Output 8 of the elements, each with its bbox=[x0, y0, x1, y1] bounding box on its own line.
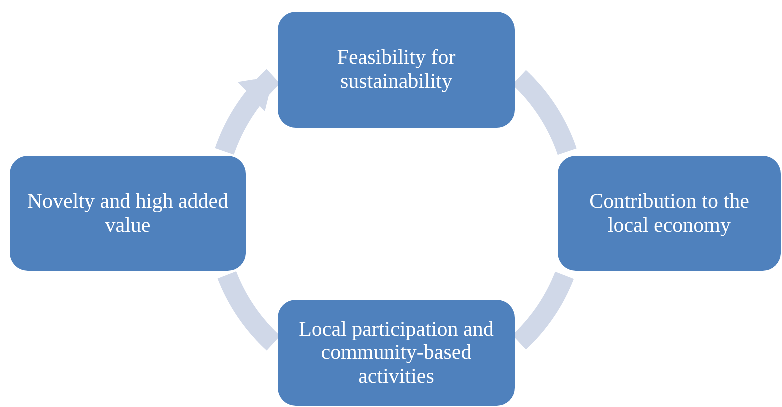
node-label: Feasibility for sustainability bbox=[336, 46, 457, 94]
node-label: Contribution to the local economy bbox=[588, 190, 750, 238]
node-label: Novelty and high added value bbox=[26, 190, 230, 238]
process-box bbox=[278, 300, 515, 406]
process-box bbox=[558, 156, 781, 271]
process-box bbox=[10, 156, 246, 271]
process-box bbox=[278, 12, 515, 128]
node-label: Local participation and community-based activities bbox=[298, 318, 495, 388]
